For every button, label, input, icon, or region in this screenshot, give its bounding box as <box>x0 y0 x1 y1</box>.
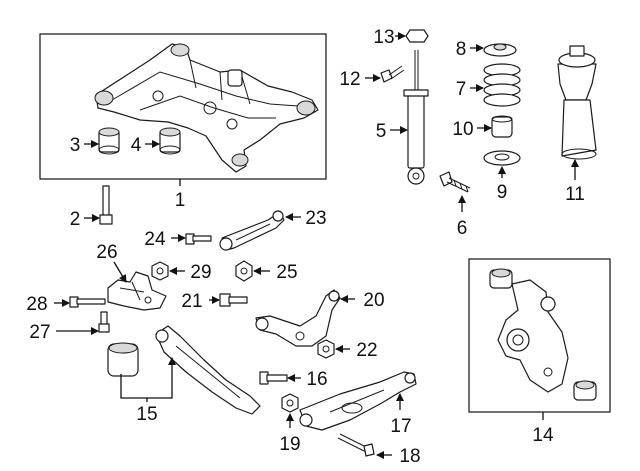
callout-11: 11 <box>565 184 585 205</box>
nut-25-part <box>235 260 253 282</box>
upper-control-arm-part <box>255 289 341 347</box>
nut-19-part <box>281 393 299 413</box>
callout-14: 14 <box>532 425 554 446</box>
callout-29: 29 <box>190 262 211 283</box>
callout-3: 3 <box>70 135 81 156</box>
callout-4: 4 <box>131 135 142 156</box>
subframe-group-box <box>39 33 327 180</box>
callout-2: 2 <box>70 209 81 230</box>
knuckle-part <box>489 268 597 401</box>
callout-18: 18 <box>399 446 420 467</box>
bolt-6-part <box>439 171 471 193</box>
callout-7: 7 <box>456 79 467 100</box>
leader-lines <box>54 32 579 459</box>
callout-24: 24 <box>144 229 166 250</box>
callout-26: 26 <box>96 242 117 263</box>
bump-stop-part <box>491 115 513 138</box>
callout-28: 28 <box>26 294 47 315</box>
bolt-24-part <box>185 233 212 245</box>
callout-27: 27 <box>29 322 50 343</box>
callout-13: 13 <box>373 27 394 48</box>
callout-16: 16 <box>306 369 327 390</box>
nut-13-part <box>405 29 429 43</box>
callout-9: 9 <box>497 182 508 203</box>
callout-1: 1 <box>175 190 186 211</box>
callout-25: 25 <box>276 262 297 283</box>
callout-12: 12 <box>339 69 360 90</box>
bolt-18-part <box>337 433 375 457</box>
callout-22: 22 <box>356 340 377 361</box>
callout-8: 8 <box>456 39 467 60</box>
bolt-12-part <box>380 65 405 83</box>
subframe-part <box>94 43 319 173</box>
small-bushing-on-subframe <box>227 69 243 87</box>
air-strut-part <box>557 45 597 160</box>
coil-spring-part <box>483 63 521 107</box>
callout-19: 19 <box>279 434 300 455</box>
lower-control-arm-part <box>299 371 417 431</box>
callout-23: 23 <box>305 208 326 229</box>
callout-10: 10 <box>452 119 473 140</box>
callout-labels: 1 2 3 4 5 6 7 8 9 10 11 12 13 14 15 16 1… <box>26 27 584 467</box>
bushing-15-part <box>107 342 139 377</box>
spring-seat-9-part <box>483 150 521 166</box>
bushing-3-part <box>98 127 120 155</box>
nut-22-part <box>317 339 335 359</box>
upper-link-23-part <box>219 210 285 251</box>
callout-17: 17 <box>390 416 411 437</box>
shock-absorber-part <box>403 50 429 185</box>
trailing-arm-part <box>155 325 261 415</box>
nut-29-part <box>151 261 169 281</box>
knuckle-group-box <box>468 258 611 413</box>
callout-15: 15 <box>136 404 157 425</box>
bolt-2-part <box>99 185 113 225</box>
callout-20: 20 <box>363 290 384 311</box>
bushing-4-part <box>159 127 181 155</box>
bolt-21-part <box>219 293 248 307</box>
callout-5: 5 <box>376 121 387 142</box>
bolt-16-part <box>259 371 288 385</box>
callout-21: 21 <box>181 291 202 312</box>
callout-6: 6 <box>457 218 468 239</box>
bolt-27-part <box>98 311 110 333</box>
bolt-28-part <box>69 296 106 308</box>
spring-seat-8-part <box>483 43 517 57</box>
